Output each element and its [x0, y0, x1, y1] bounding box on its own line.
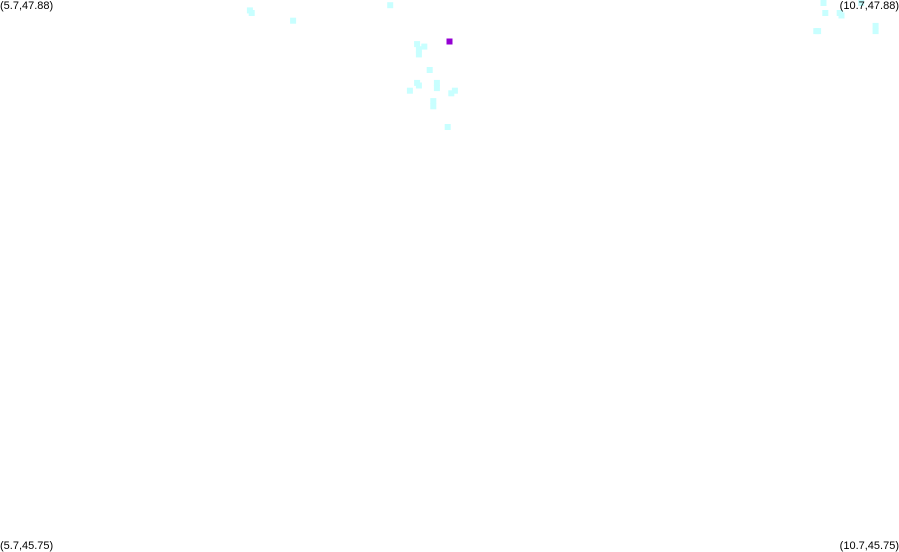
map-point[interactable]	[822, 10, 829, 16]
map-point[interactable]	[433, 79, 440, 86]
points-layer	[246, 0, 879, 130]
map-point[interactable]	[421, 43, 428, 50]
map-point[interactable]	[872, 22, 879, 29]
map-point[interactable]	[387, 2, 394, 9]
map-point[interactable]	[815, 28, 822, 35]
map-point[interactable]	[838, 12, 845, 19]
map-point[interactable]	[872, 28, 879, 35]
map-point[interactable]	[444, 124, 451, 130]
map-point[interactable]	[430, 103, 437, 110]
map-point[interactable]	[415, 51, 422, 58]
map-point[interactable]	[451, 87, 458, 94]
map-point[interactable]	[290, 17, 297, 24]
corner-label-top-left: (5.7,47.88)	[0, 0, 54, 12]
map-point[interactable]	[415, 46, 422, 53]
map-point[interactable]	[820, 0, 827, 6]
map-point[interactable]	[248, 10, 255, 16]
map-point[interactable]	[426, 67, 433, 73]
corner-label-bottom-right: (10.7,45.75)	[839, 540, 899, 552]
map-point[interactable]	[430, 98, 437, 105]
corner-label-top-right: (10.7,47.88)	[839, 0, 899, 12]
highlight-layer	[446, 38, 453, 45]
map-point[interactable]	[406, 87, 413, 94]
map-point[interactable]	[415, 82, 422, 89]
map-point[interactable]	[414, 41, 421, 48]
map-point[interactable]	[448, 90, 455, 97]
map-point[interactable]	[433, 85, 440, 92]
map-point-highlighted[interactable]	[446, 38, 453, 45]
corner-label-bottom-left: (5.7,45.75)	[0, 540, 54, 552]
map-point[interactable]	[858, 0, 865, 6]
